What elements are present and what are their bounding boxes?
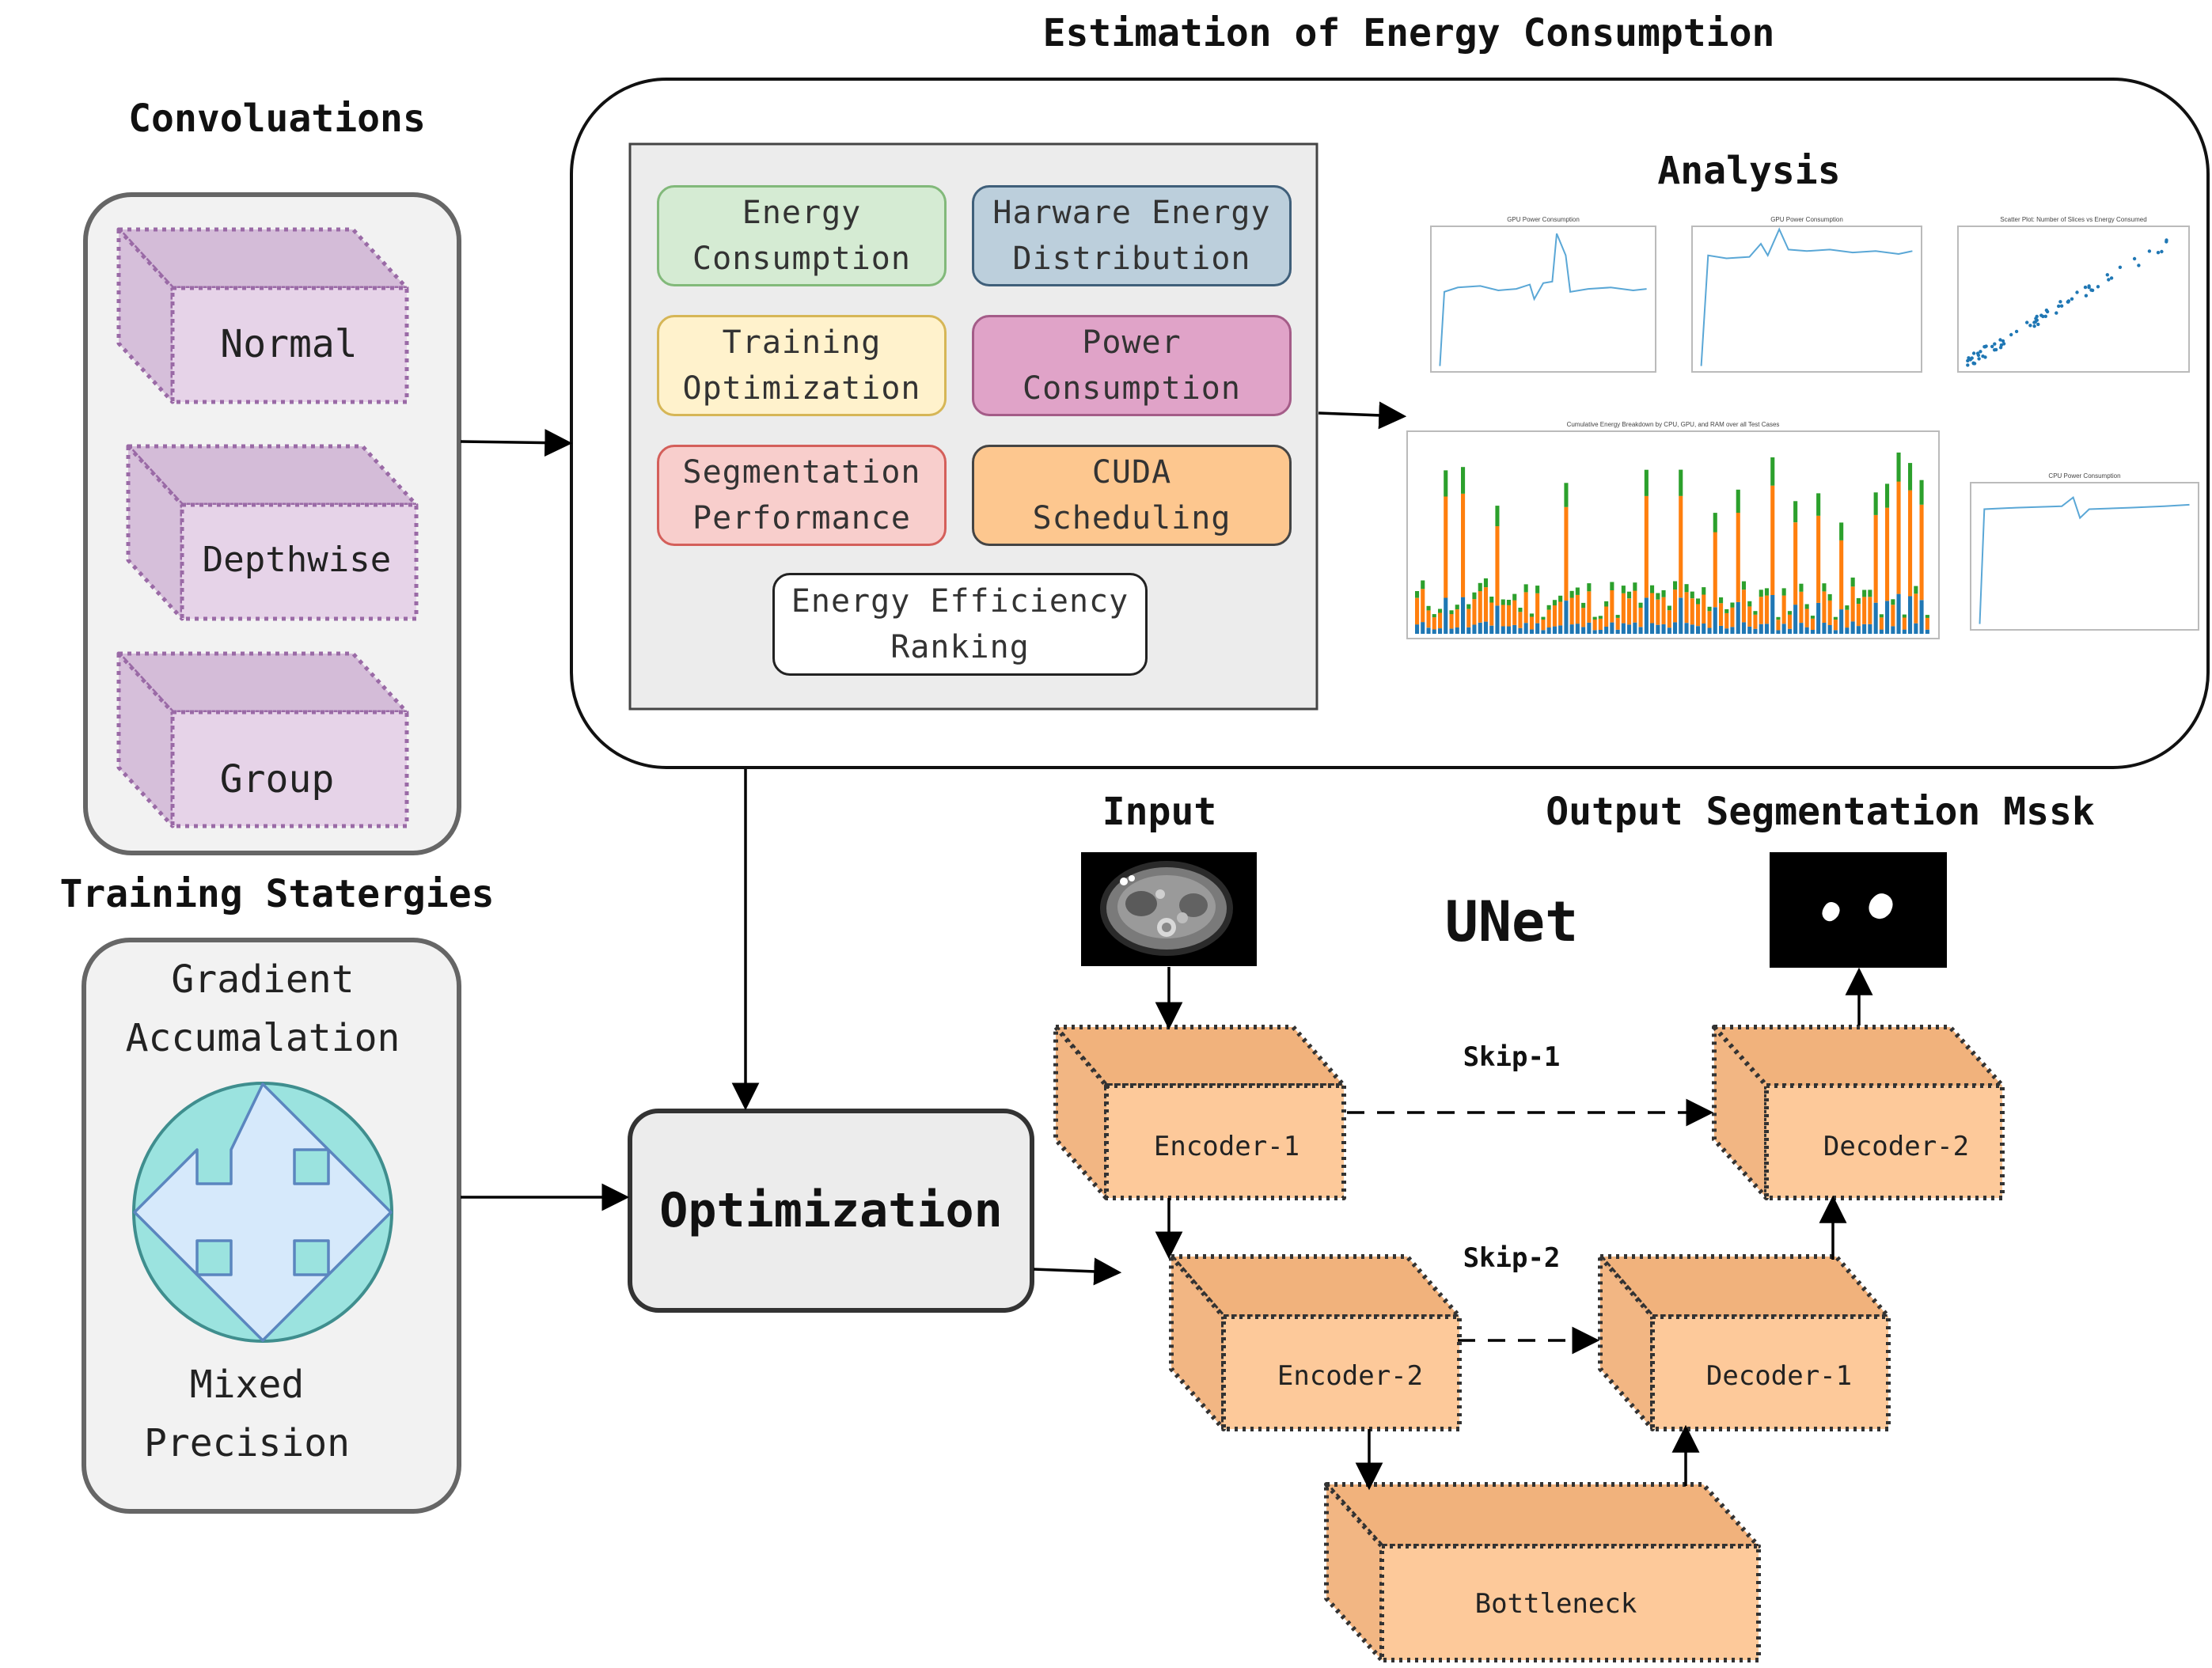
metric-training-optimization: Training Optimization [657, 315, 947, 416]
skip-1-label: Skip-1 [1463, 1041, 1561, 1073]
scatter-thumb: Scatter Plot: Number of Slices vs Energy… [1957, 216, 2190, 373]
cpu-power-thumb: CPU Power Consumption [1970, 472, 2199, 631]
conv-normal-label: Normal [220, 321, 358, 366]
encoder-2-block [1169, 1254, 1462, 1431]
cpu-power-thumb-title: CPU Power Consumption [2048, 472, 2120, 480]
gpu-power-thumb-2: GPU Power Consumption [1691, 216, 1922, 373]
gpu-power-thumb-1-title: GPU Power Consumption [1507, 216, 1580, 223]
training-title: Training Statergies [59, 871, 495, 916]
decoder-1-block [1598, 1254, 1891, 1431]
gradient-accumulation-label: Gradient Accumalation [125, 957, 400, 1060]
decoder-2-label: Decoder-2 [1823, 1130, 1970, 1162]
skip-2-label: Skip-2 [1463, 1242, 1561, 1274]
conv-normal-block [116, 227, 409, 404]
stacked-energy-thumb-title: Cumulative Energy Breakdown by CPU, GPU,… [1567, 421, 1780, 428]
conv-group-block [116, 651, 409, 828]
scatter-thumb-title: Scatter Plot: Number of Slices vs Energy… [2000, 216, 2146, 223]
metric-power-consumption: Power Consumption [972, 315, 1292, 416]
metric-segmentation-performance: Segmentation Performance [657, 445, 947, 546]
metric-energy-efficiency-ranking: Energy Efficiency Ranking [772, 573, 1148, 676]
metric-energy-consumption: Energy Consumption [657, 185, 947, 286]
decoder-2-block [1712, 1025, 2005, 1200]
optimization-label: Optimization [659, 1183, 1003, 1238]
decoder-1-label: Decoder-1 [1705, 1359, 1853, 1392]
optimization-box [628, 1109, 1034, 1313]
output-segmentation-mask [1770, 852, 1947, 968]
bottleneck-block [1324, 1482, 1761, 1662]
input-title: Input [1102, 789, 1217, 834]
metric-cuda-scheduling: CUDA Scheduling [972, 445, 1292, 546]
conv-depthwise-label: Depthwise [202, 540, 392, 581]
bottleneck-label: Bottleneck [1474, 1587, 1637, 1620]
encoder-2-label: Encoder-2 [1277, 1359, 1424, 1392]
mixed-precision-label: Mixed Precision [143, 1362, 351, 1465]
analysis-title: Analysis [1657, 148, 1841, 193]
stacked-energy-thumb: Cumulative Energy Breakdown by CPU, GPU,… [1406, 421, 1940, 639]
unet-title: UNet [1444, 889, 1579, 954]
output-title: Output Segmentation Mssk [1546, 789, 2095, 834]
encoder-1-label: Encoder-1 [1153, 1130, 1300, 1162]
gpu-power-thumb-1: GPU Power Consumption [1430, 216, 1656, 373]
metric-hardware-energy-distribution: Harware Energy Distribution [972, 185, 1292, 286]
conv-group-label: Group [219, 756, 335, 802]
encoder-1-block [1053, 1025, 1346, 1200]
skip-arrows [1347, 1098, 1714, 1355]
gpu-power-thumb-2-title: GPU Power Consumption [1770, 216, 1843, 223]
conv-depthwise-block [126, 444, 419, 621]
arrows [460, 401, 1873, 1491]
gradient-arrows-icon [132, 1082, 393, 1343]
estimation-title: Estimation of Energy Consumption [1042, 10, 1775, 55]
input-ct-image [1081, 852, 1257, 966]
convolutions-title: Convoluations [128, 96, 426, 141]
